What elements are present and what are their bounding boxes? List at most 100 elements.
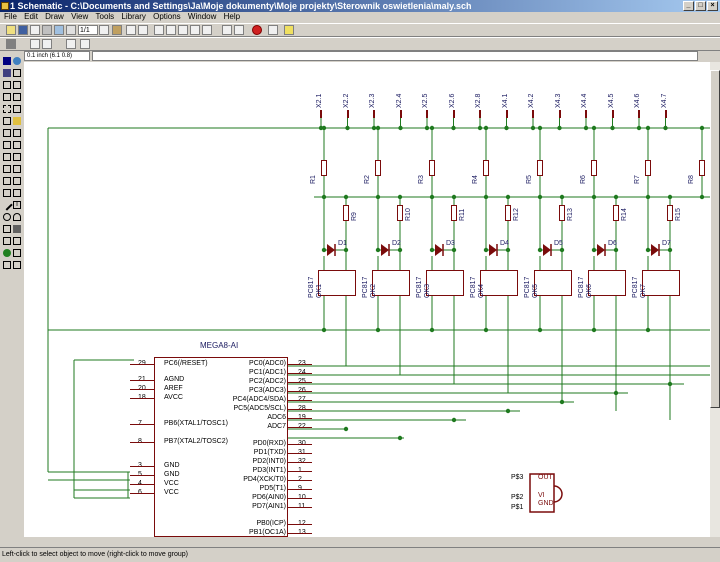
connector-pin[interactable] [320, 110, 322, 118]
display-icon[interactable] [3, 69, 11, 77]
close-button[interactable]: × [707, 1, 718, 11]
menu-library[interactable]: Library [121, 12, 146, 21]
mirror-icon[interactable] [3, 93, 11, 101]
zoom-window-icon[interactable] [154, 25, 164, 35]
resistor-bottom[interactable] [451, 205, 457, 221]
connector-pin[interactable] [346, 110, 349, 118]
connector-pin[interactable] [664, 110, 667, 118]
invoke-icon[interactable] [13, 189, 21, 197]
miter-icon[interactable] [13, 177, 21, 185]
optocoupler[interactable] [642, 270, 680, 296]
resistor-bottom[interactable] [559, 205, 565, 221]
redo-icon[interactable] [234, 25, 244, 35]
chip-right-pin-line[interactable] [288, 427, 312, 428]
scroll-thumb[interactable] [710, 70, 720, 408]
optocoupler[interactable] [480, 270, 518, 296]
connector-pin[interactable] [558, 110, 561, 118]
zoom-fit-icon[interactable] [126, 25, 136, 35]
delete-icon[interactable] [13, 129, 21, 137]
mark-icon[interactable] [13, 69, 21, 77]
arc-icon[interactable] [13, 213, 21, 221]
connector-pin[interactable] [452, 110, 455, 118]
save-icon[interactable] [18, 25, 28, 35]
chip-left-pin-line[interactable] [130, 484, 154, 485]
chip-right-pin-line[interactable] [288, 489, 312, 490]
erc-icon[interactable] [13, 261, 21, 269]
resistor-top[interactable] [483, 160, 489, 176]
chip-right-pin-line[interactable] [288, 400, 312, 401]
chip-left-pin-line[interactable] [130, 466, 154, 467]
resistor-top[interactable] [375, 160, 381, 176]
chip-right-pin-line[interactable] [288, 533, 312, 534]
menu-help[interactable]: Help [223, 12, 241, 21]
chip-right-pin-line[interactable] [288, 373, 312, 374]
chip-right-pin-line[interactable] [288, 480, 312, 481]
optocoupler[interactable] [372, 270, 410, 296]
chip-left-pin-line[interactable] [130, 380, 154, 381]
chip-right-pin-line[interactable] [288, 444, 312, 445]
vertical-scrollbar[interactable] [710, 62, 720, 537]
chip-left-pin-line[interactable] [130, 475, 154, 476]
connector-pin[interactable] [505, 110, 508, 118]
regulator-symbol[interactable] [510, 472, 580, 522]
chip-right-pin-line[interactable] [288, 382, 312, 383]
zoom-select-icon[interactable] [202, 25, 212, 35]
go-icon[interactable] [268, 25, 278, 35]
chip-left-pin-line[interactable] [130, 442, 154, 443]
open-icon[interactable] [6, 25, 16, 35]
optocoupler[interactable] [426, 270, 464, 296]
info-icon[interactable] [3, 57, 11, 65]
resistor-bottom[interactable] [613, 205, 619, 221]
ulp-icon[interactable] [112, 25, 122, 35]
connector-pin[interactable] [399, 110, 402, 118]
connector-pin[interactable] [585, 110, 587, 118]
value-icon[interactable] [13, 165, 21, 173]
layer-icon[interactable] [30, 39, 40, 49]
page-select[interactable]: 1/1 [78, 25, 98, 35]
resistor-top[interactable] [429, 160, 435, 176]
stop-icon[interactable] [252, 25, 262, 35]
select-icon[interactable] [138, 25, 148, 35]
add-icon[interactable] [3, 141, 11, 149]
redraw-icon[interactable] [190, 25, 200, 35]
replace-icon[interactable] [3, 153, 11, 161]
circle-icon[interactable] [3, 213, 11, 221]
board-icon[interactable] [54, 25, 64, 35]
resistor-bottom[interactable] [343, 205, 349, 221]
chip-right-pin-line[interactable] [288, 462, 312, 463]
param-icon-2[interactable] [80, 39, 90, 49]
menu-window[interactable]: Window [187, 12, 217, 21]
resistor-top[interactable] [591, 160, 597, 176]
page-dropdown-icon[interactable] [99, 25, 109, 35]
chip-left-pin-line[interactable] [130, 424, 154, 425]
menu-edit[interactable]: Edit [24, 12, 38, 21]
connector-pin[interactable] [479, 110, 481, 118]
chip-right-pin-line[interactable] [288, 418, 312, 419]
junction-icon[interactable] [3, 249, 11, 257]
text-icon[interactable]: T [13, 201, 21, 209]
wrench-icon[interactable] [13, 117, 21, 125]
rect-icon[interactable] [3, 225, 11, 233]
resistor-bottom[interactable] [505, 205, 511, 221]
connector-pin[interactable] [373, 110, 375, 118]
mega8-chip[interactable] [154, 357, 288, 537]
connector-pin[interactable] [532, 110, 534, 118]
paste-icon[interactable] [3, 117, 11, 125]
optocoupler[interactable] [534, 270, 572, 296]
resistor-top[interactable] [699, 160, 705, 176]
change-icon[interactable] [13, 105, 21, 113]
show-icon[interactable] [13, 57, 21, 65]
connector-pin[interactable] [426, 110, 428, 118]
menu-tools[interactable]: Tools [95, 12, 115, 21]
cut-icon[interactable] [3, 129, 11, 137]
maximize-button[interactable]: □ [695, 1, 706, 11]
rotate-icon[interactable] [13, 93, 21, 101]
wire-icon[interactable] [1, 199, 13, 211]
menu-draw[interactable]: Draw [45, 12, 64, 21]
resistor-bottom[interactable] [667, 205, 673, 221]
script-icon[interactable] [66, 25, 76, 35]
resistor-bottom[interactable] [397, 205, 403, 221]
chip-left-pin-line[interactable] [130, 493, 154, 494]
name-icon[interactable] [3, 165, 11, 173]
